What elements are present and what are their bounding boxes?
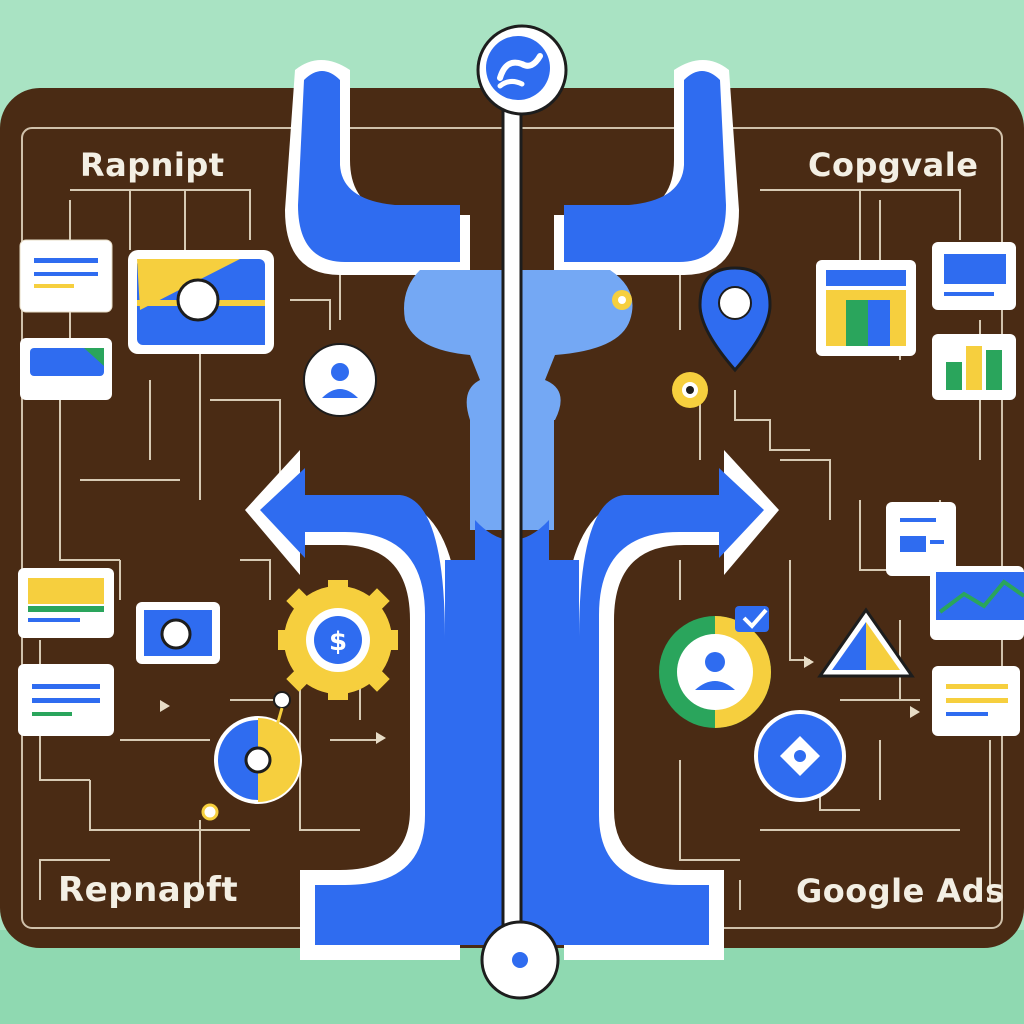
card-right-line-chart <box>930 566 1024 640</box>
dollar-gear-icon: $ <box>278 580 398 700</box>
card-left-2 <box>20 338 112 400</box>
central-figure <box>245 60 779 960</box>
target-circle-icon <box>480 920 560 1000</box>
label-top-left: Rapnipt <box>80 146 225 184</box>
pie-chart-icon <box>201 691 302 821</box>
card-right-1 <box>932 242 1016 310</box>
central-pole <box>501 108 523 927</box>
label-bottom-left: Repnapft <box>58 870 239 910</box>
label-bottom-right: Google Ads <box>796 872 1005 910</box>
google-ads-triangle-icon <box>817 607 915 678</box>
card-right-2 <box>886 502 956 576</box>
card-right-chart <box>816 260 916 356</box>
small-yellow-dot <box>612 290 632 310</box>
user-gear-icon <box>659 616 771 728</box>
label-top-right: Copgvale <box>808 146 979 184</box>
card-left-4 <box>18 664 114 736</box>
diamond-badge-icon <box>754 710 846 802</box>
user-avatar-icon <box>303 343 377 417</box>
image-card-left-small <box>136 602 220 664</box>
card-right-bars <box>932 334 1016 400</box>
card-right-3 <box>932 666 1020 736</box>
svg-text:$: $ <box>329 627 347 657</box>
eye-badge-icon <box>672 372 708 408</box>
swirl-logo-icon <box>476 24 568 116</box>
card-left-3 <box>18 568 114 638</box>
map-pin-icon <box>698 266 772 373</box>
arrow-markers <box>160 656 920 744</box>
image-card-left <box>128 250 274 354</box>
card-left-1 <box>19 239 113 313</box>
check-icon <box>735 606 769 632</box>
